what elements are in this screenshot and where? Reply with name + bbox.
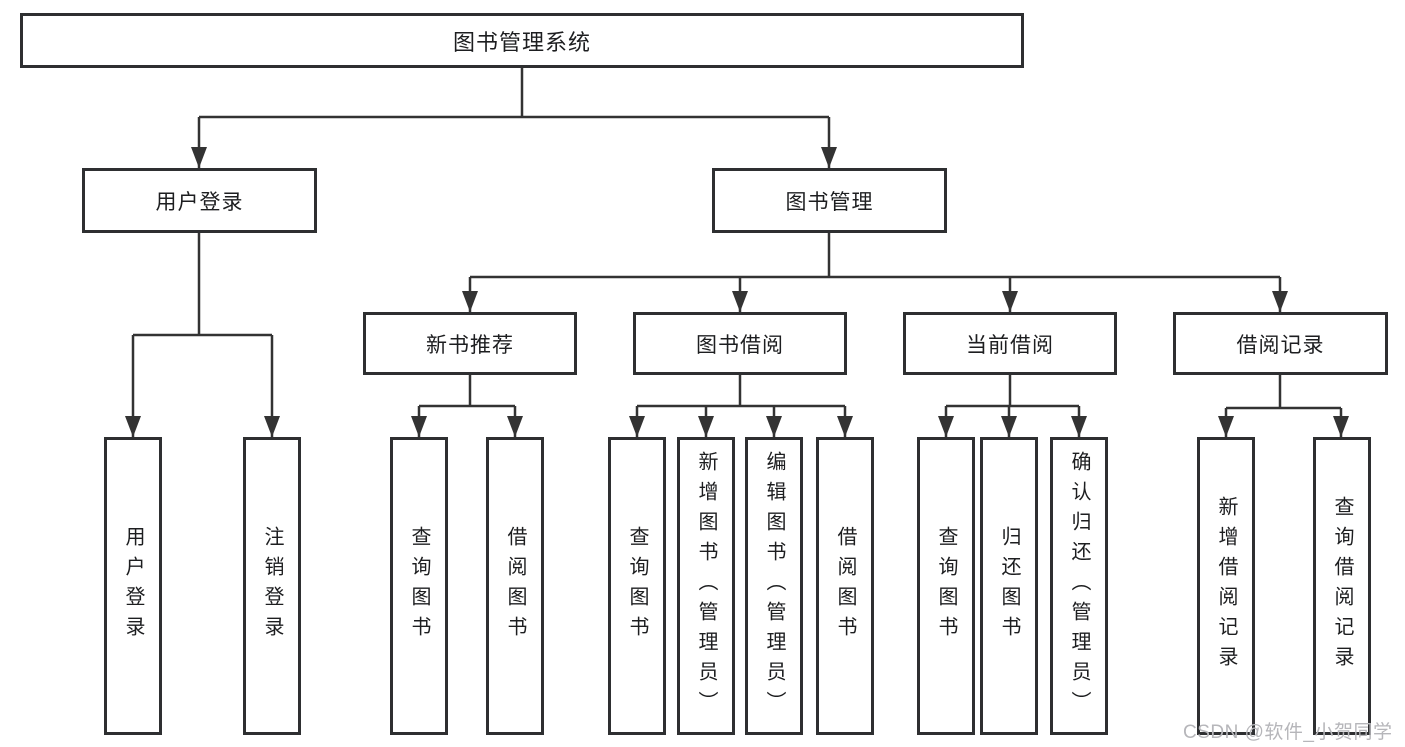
node-borrowing-records: 借阅记录 bbox=[1173, 312, 1388, 375]
node-book-management: 图书管理 bbox=[712, 168, 947, 233]
node-br-add-record-label: 新增借阅记录 bbox=[1215, 496, 1237, 676]
node-br-add-record: 新增借阅记录 bbox=[1197, 437, 1255, 735]
node-bb-add-books-admin: 新增图书（管理员） bbox=[677, 437, 735, 735]
connector-arrowheads bbox=[125, 147, 1349, 437]
node-bb-add-books-admin-label: 新增图书（管理员） bbox=[695, 451, 717, 721]
node-bb-edit-books-admin-label: 编辑图书（管理员） bbox=[763, 451, 785, 721]
node-bb-borrow-books-label: 借阅图书 bbox=[834, 526, 856, 646]
node-book-management-label: 图书管理 bbox=[785, 190, 874, 214]
node-book-borrowing: 图书借阅 bbox=[633, 312, 847, 375]
connector-line-paths bbox=[131, 66, 1343, 437]
node-br-query-record-label: 查询借阅记录 bbox=[1331, 496, 1353, 676]
node-new-book-recommendation: 新书推荐 bbox=[363, 312, 577, 375]
node-current-borrowing-label: 当前借阅 bbox=[966, 333, 1054, 357]
node-cb-query-books: 查询图书 bbox=[917, 437, 975, 735]
node-bb-borrow-books: 借阅图书 bbox=[816, 437, 874, 735]
node-cb-confirm-return-admin-label: 确认归还（管理员） bbox=[1068, 451, 1090, 721]
node-logout: 注销登录 bbox=[243, 437, 301, 735]
node-book-management-system-label: 图书管理系统 bbox=[452, 29, 591, 55]
node-cb-return-books: 归还图书 bbox=[980, 437, 1038, 735]
node-nb-query-books-label: 查询图书 bbox=[408, 526, 430, 646]
node-user-login-label: 用户登录 bbox=[155, 190, 244, 214]
node-book-borrowing-label: 图书借阅 bbox=[696, 333, 784, 357]
node-new-book-recommendation-label: 新书推荐 bbox=[426, 333, 514, 357]
node-borrowing-records-label: 借阅记录 bbox=[1236, 333, 1325, 357]
node-book-management-system: 图书管理系统 bbox=[20, 13, 1024, 68]
node-user-login-action-label: 用户登录 bbox=[122, 526, 144, 646]
node-cb-confirm-return-admin: 确认归还（管理员） bbox=[1050, 437, 1108, 735]
node-user-login: 用户登录 bbox=[82, 168, 317, 233]
node-bb-query-books: 查询图书 bbox=[608, 437, 666, 735]
watermark: CSDN @软件_小贺同学 bbox=[1183, 722, 1393, 743]
node-nb-query-books: 查询图书 bbox=[390, 437, 448, 735]
node-br-query-record: 查询借阅记录 bbox=[1313, 437, 1371, 735]
node-nb-borrow-books-label: 借阅图书 bbox=[504, 526, 526, 646]
node-current-borrowing: 当前借阅 bbox=[903, 312, 1117, 375]
node-nb-borrow-books: 借阅图书 bbox=[486, 437, 544, 735]
node-logout-label: 注销登录 bbox=[261, 526, 283, 646]
node-cb-query-books-label: 查询图书 bbox=[935, 526, 957, 646]
node-cb-return-books-label: 归还图书 bbox=[998, 526, 1020, 646]
node-user-login-action: 用户登录 bbox=[104, 437, 162, 735]
node-bb-query-books-label: 查询图书 bbox=[626, 526, 648, 646]
node-bb-edit-books-admin: 编辑图书（管理员） bbox=[745, 437, 803, 735]
